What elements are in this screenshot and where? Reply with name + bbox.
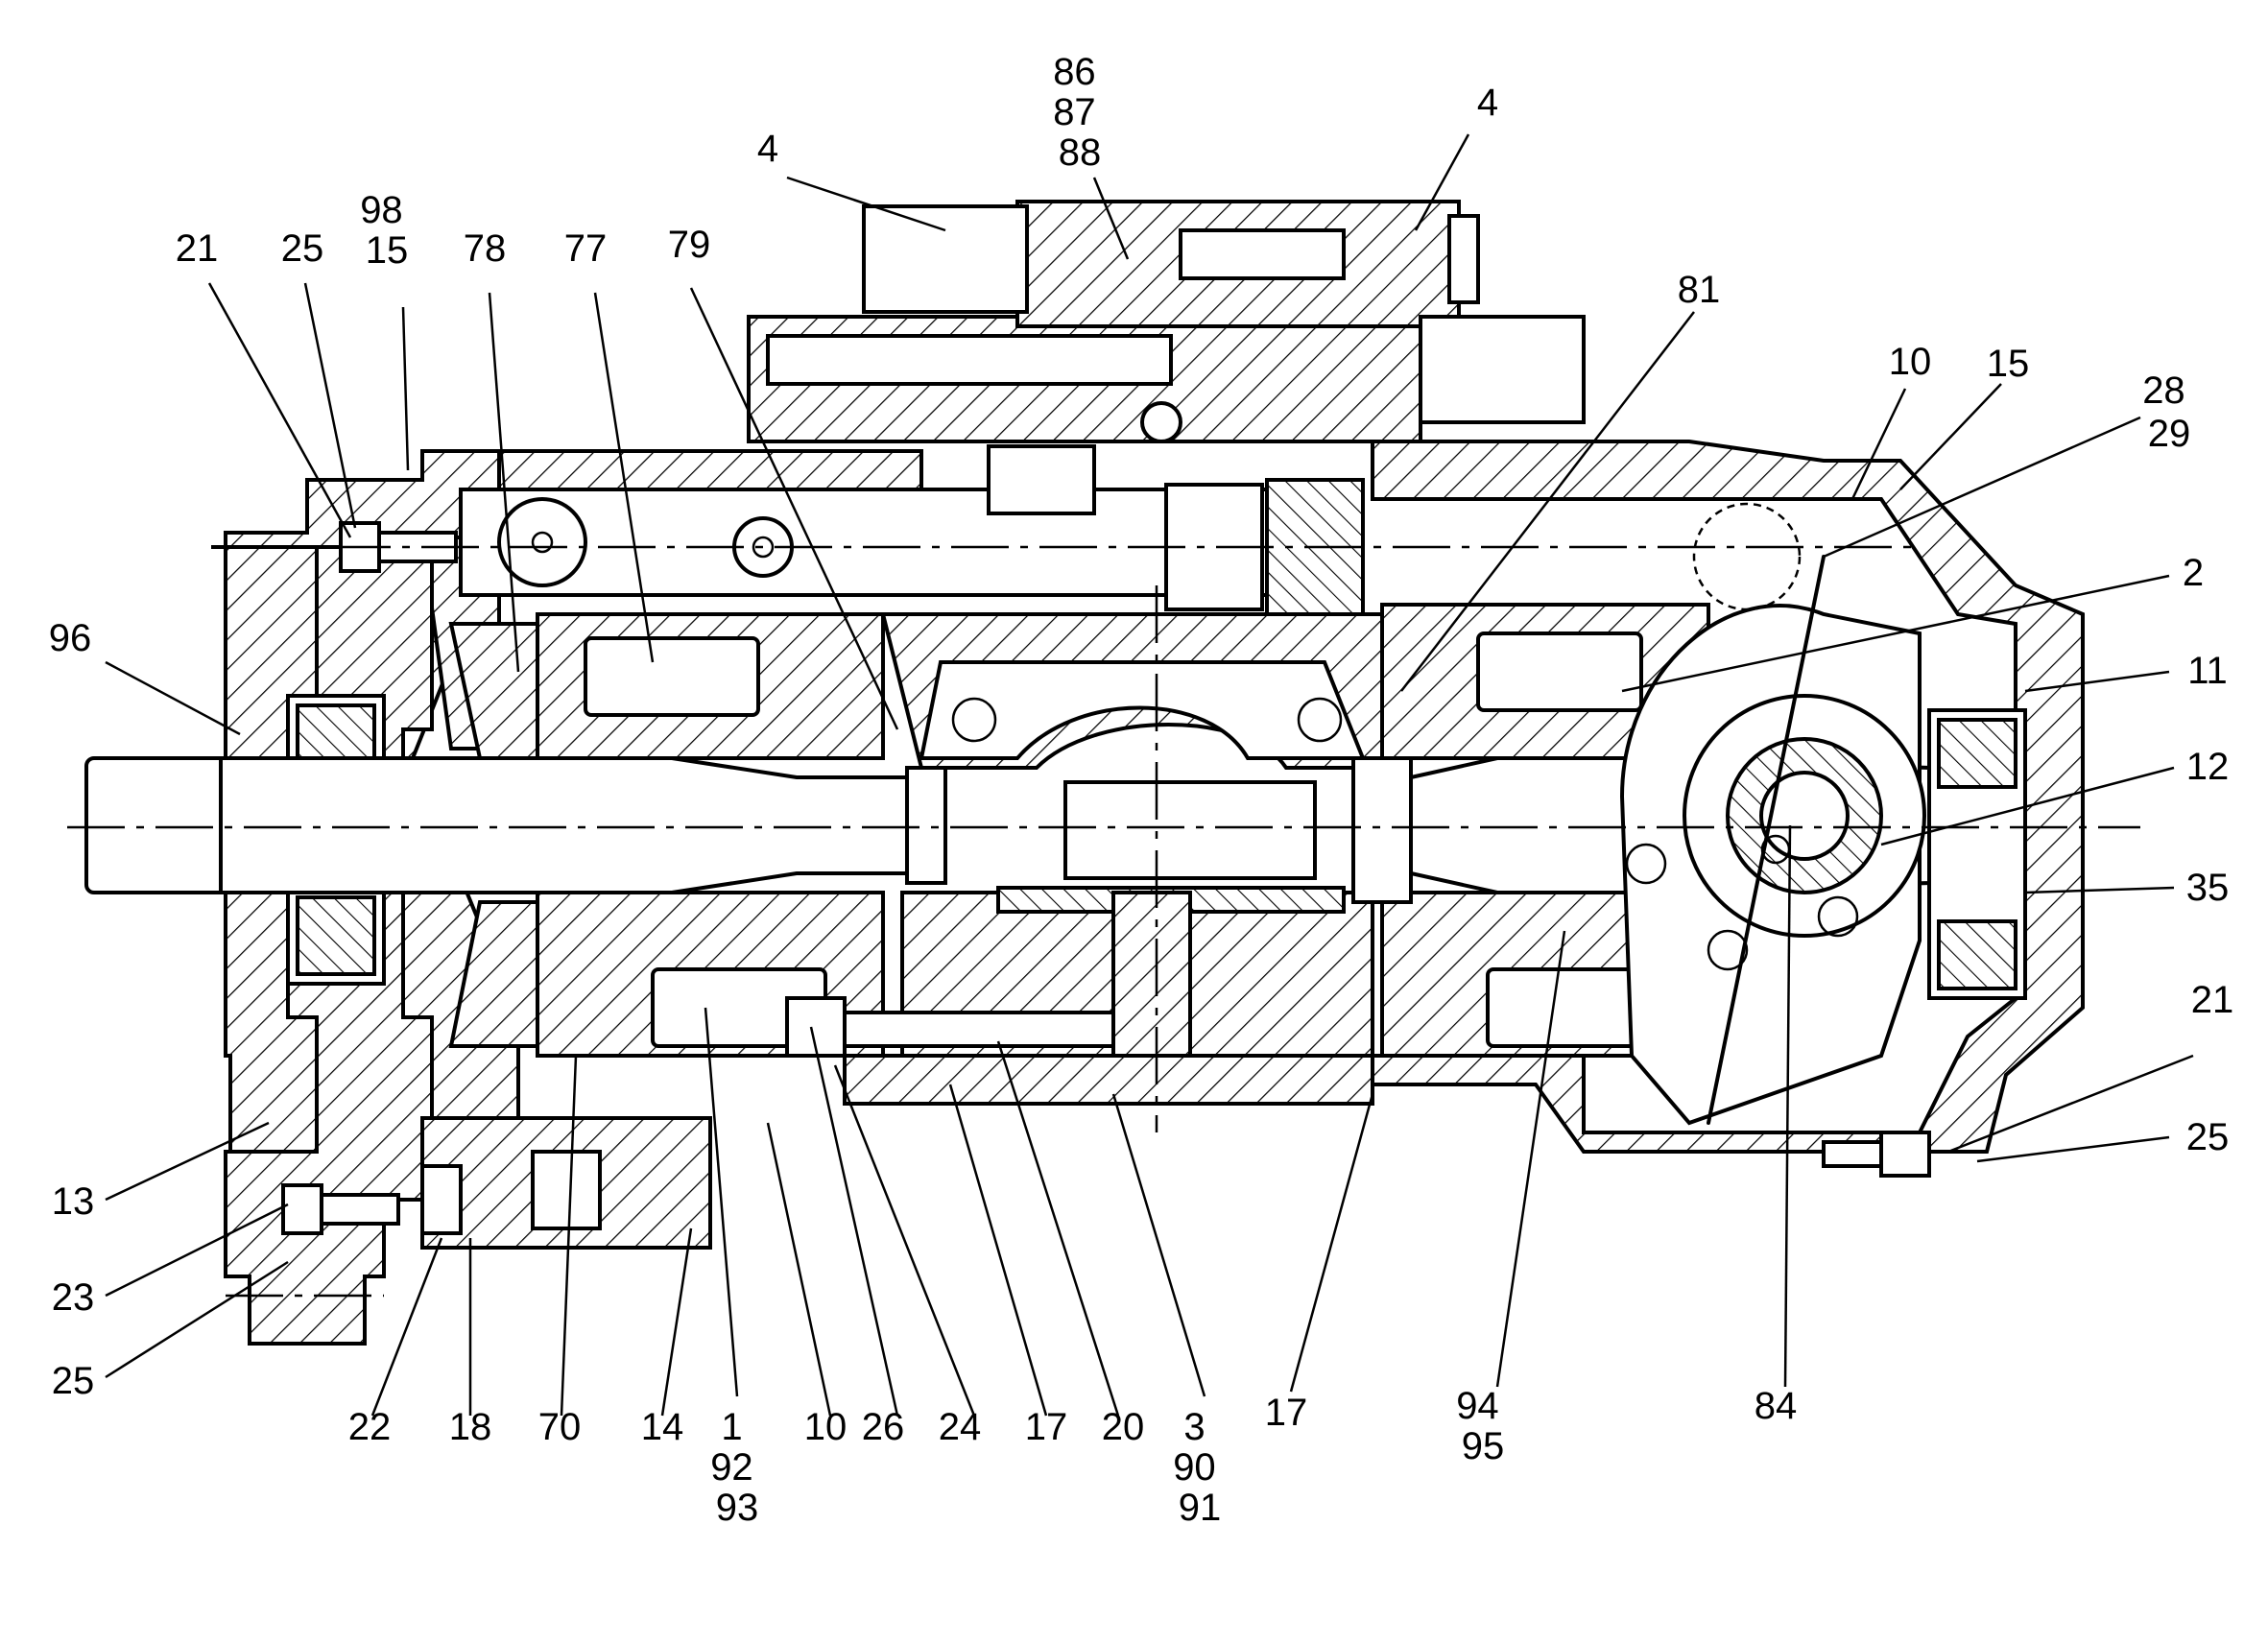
label-96: 96	[49, 617, 92, 659]
label-11: 11	[2187, 650, 2228, 692]
label-20: 20	[1102, 1406, 1145, 1448]
regulator-body	[747, 200, 1586, 515]
label-81: 81	[1678, 269, 1721, 311]
label-18: 18	[449, 1406, 492, 1448]
label-10-top: 10	[1889, 341, 1932, 383]
label-35: 35	[2186, 867, 2230, 909]
label-15-right: 15	[1987, 343, 2030, 385]
label-17-b: 17	[1265, 1392, 1308, 1434]
label-3-90-91: 3 90 91	[1173, 1406, 1227, 1529]
left-cylinder-block	[448, 612, 885, 1058]
label-24: 24	[939, 1406, 982, 1448]
bottom-port-block	[420, 1116, 712, 1250]
label-12: 12	[2186, 746, 2230, 788]
housing-right	[1371, 440, 2085, 1154]
label-86-88: 86 87 88	[1053, 51, 1107, 174]
label-25-top: 25	[281, 227, 324, 270]
control-plate	[1619, 502, 1926, 1126]
leader-lines	[105, 133, 2194, 1417]
label-25-right: 25	[2186, 1116, 2230, 1158]
bolts	[281, 521, 1931, 1235]
label-77: 77	[564, 227, 608, 270]
label-1-92-93: 1 92 93	[710, 1406, 764, 1529]
drive-shaft	[84, 756, 947, 894]
label-21-top: 21	[176, 227, 219, 270]
label-14: 14	[641, 1406, 684, 1448]
label-17-a: 17	[1025, 1406, 1068, 1448]
label-70: 70	[538, 1406, 582, 1448]
label-10-bottom: 10	[804, 1406, 848, 1448]
label-22: 22	[348, 1406, 392, 1448]
label-21-right: 21	[2191, 979, 2234, 1021]
label-2: 2	[2183, 552, 2204, 594]
label-13: 13	[52, 1180, 95, 1223]
label-4-left: 4	[757, 128, 778, 170]
label-25-left: 25	[52, 1360, 95, 1402]
label-98-15: 98 15	[360, 189, 414, 272]
label-28-29: 28 29	[2142, 369, 2196, 455]
callout-labels: 86 87 88 4 4 21 25 98 15 78 77 79 81 10 …	[49, 51, 2234, 1529]
label-94-95: 94 95	[1456, 1385, 1510, 1467]
label-84: 84	[1755, 1385, 1798, 1427]
label-78: 78	[464, 227, 507, 270]
tie-bolt	[785, 891, 1374, 1106]
label-79: 79	[668, 224, 711, 266]
solenoid-right	[1419, 315, 1586, 424]
label-4-right: 4	[1477, 82, 1498, 124]
label-23: 23	[52, 1276, 95, 1319]
solenoid-left	[862, 204, 1029, 314]
label-26: 26	[862, 1406, 905, 1448]
